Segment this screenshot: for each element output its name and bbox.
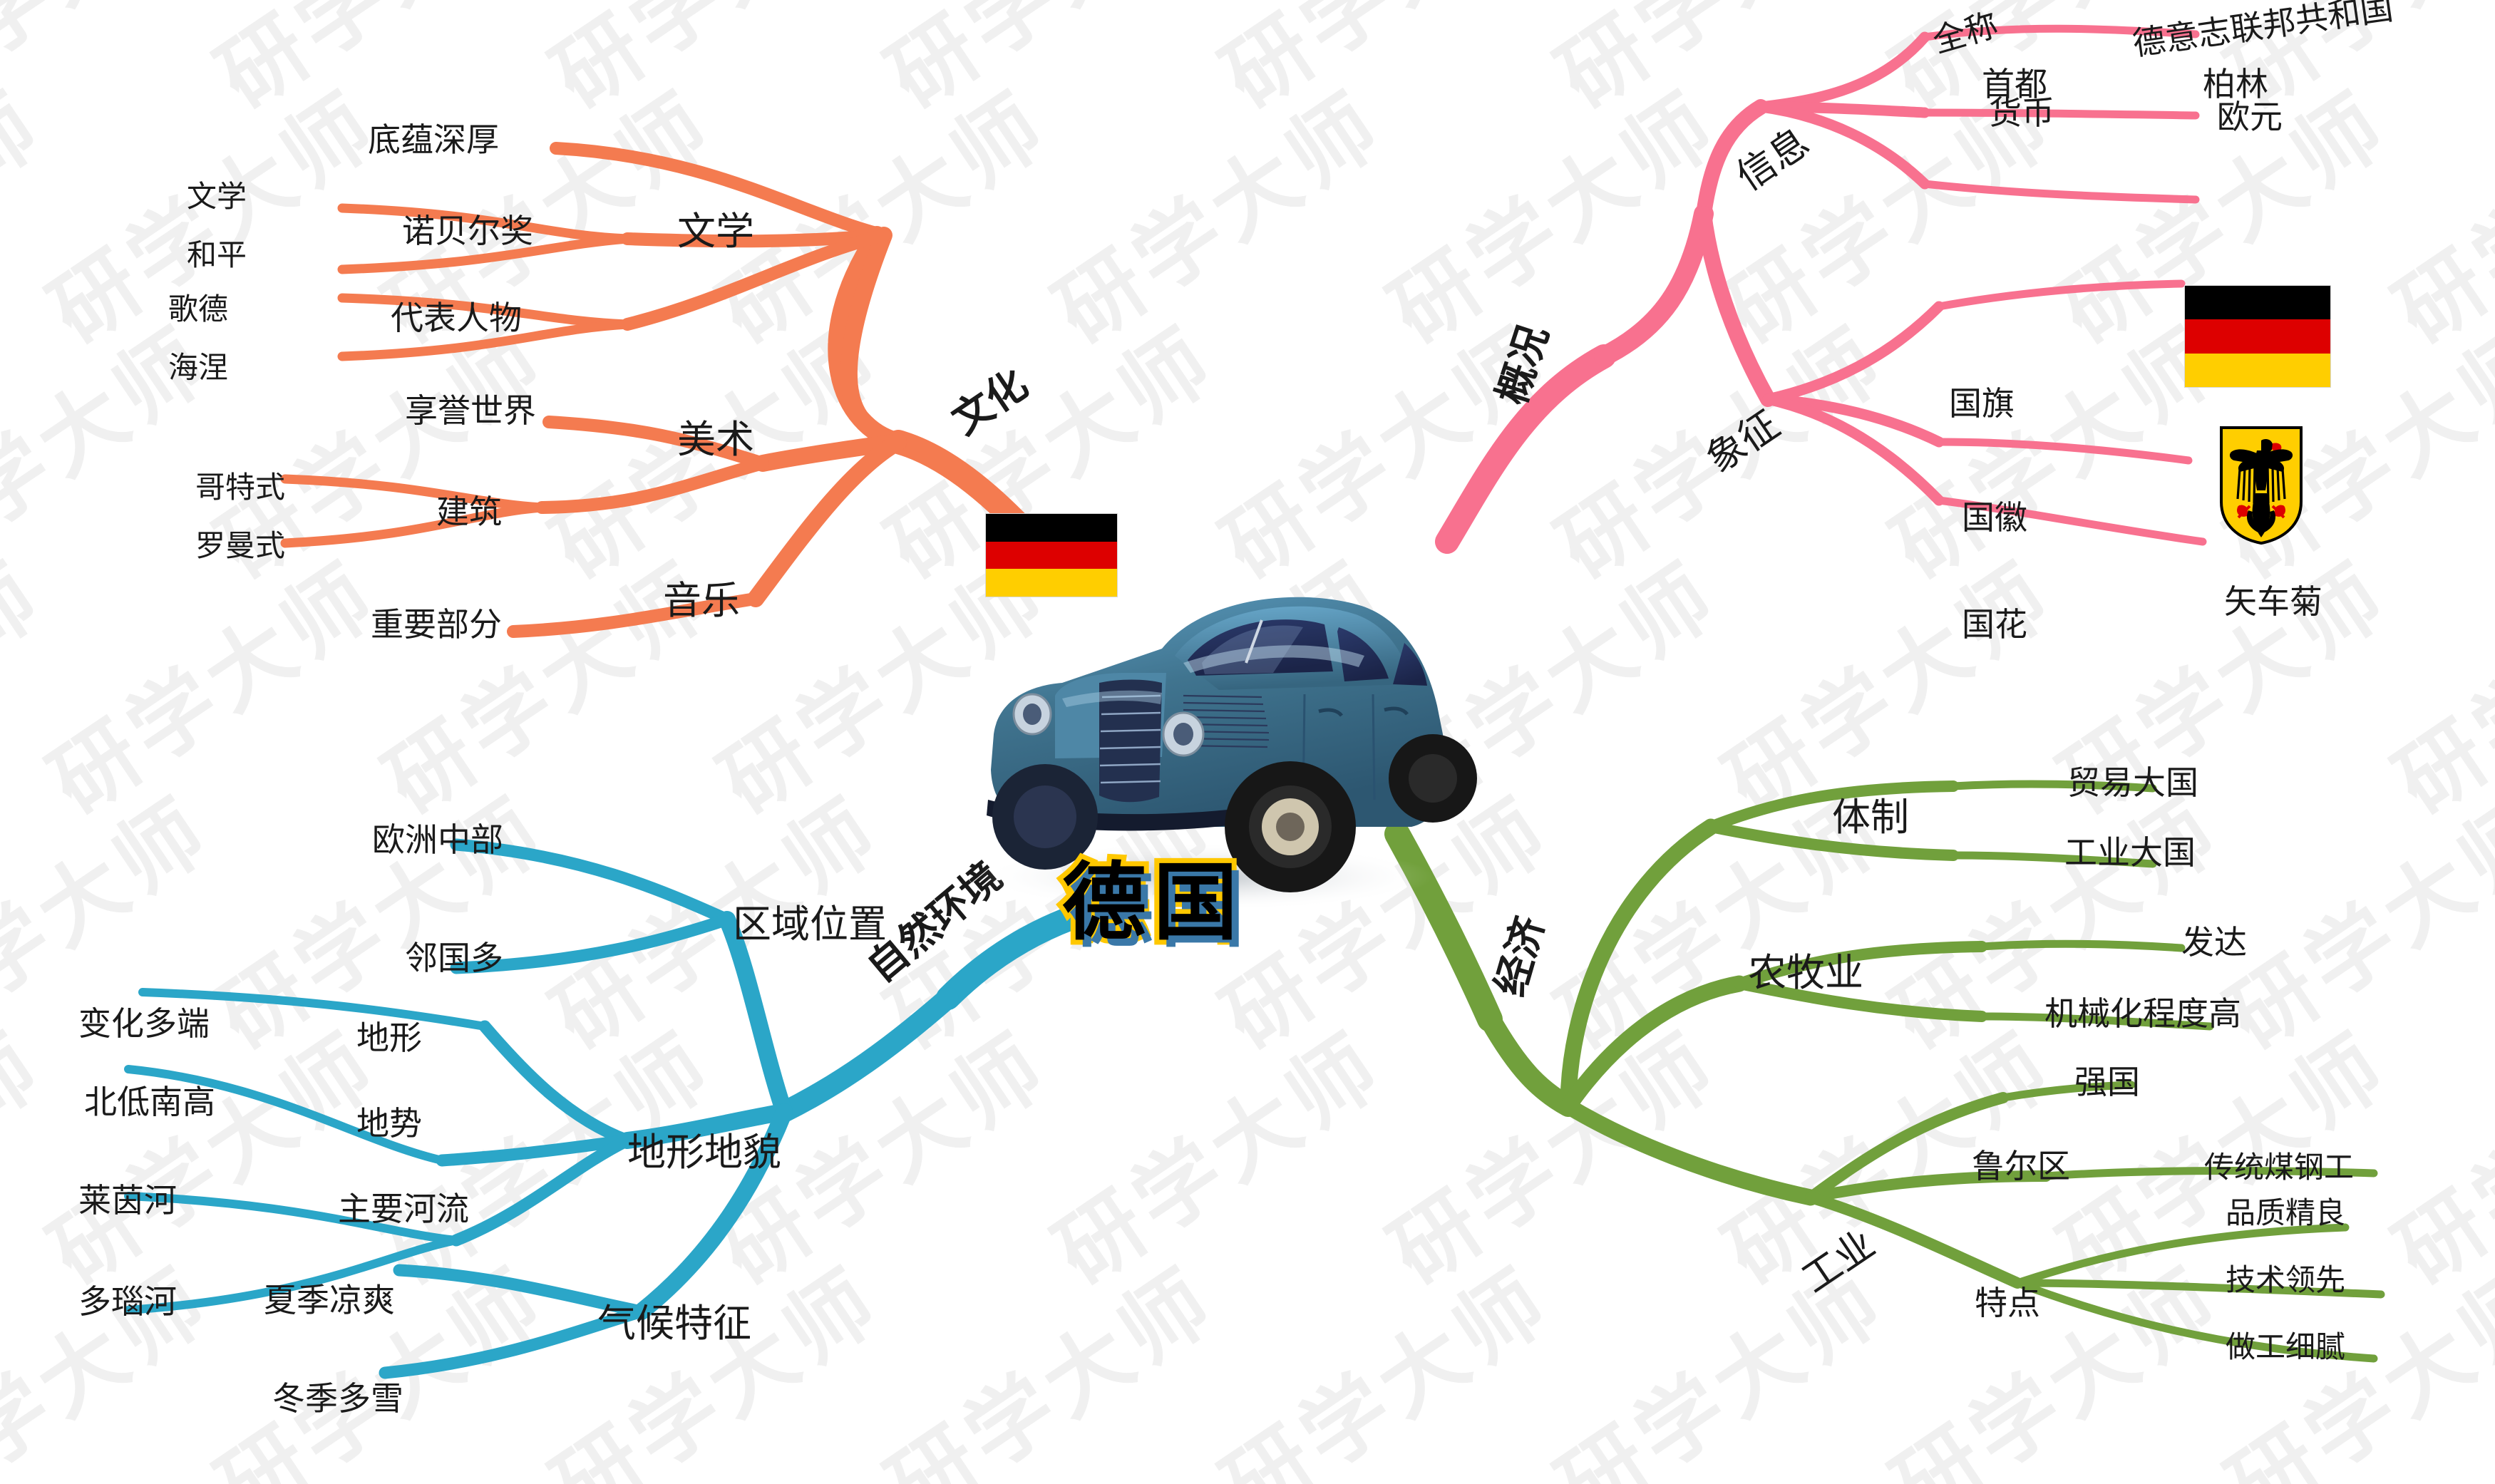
- node-rhine-river[interactable]: 莱茵河: [78, 1182, 177, 1219]
- node-many-neighbors[interactable]: 邻国多: [405, 939, 503, 977]
- node-capital[interactable]: 首都: [1982, 66, 2047, 103]
- node-representative-figures[interactable]: 代表人物: [391, 299, 522, 336]
- node-excellent-quality[interactable]: 品质精良: [2226, 1196, 2346, 1230]
- german-flag-icon-center: [985, 513, 1118, 597]
- node-ruhr-area[interactable]: 鲁尔区: [1972, 1148, 2070, 1185]
- node-currency[interactable]: 货币: [1989, 94, 2054, 131]
- node-currency-value[interactable]: 欧元: [2217, 98, 2283, 135]
- node-heine[interactable]: 海涅: [168, 351, 229, 384]
- node-features[interactable]: 特点: [1975, 1284, 2040, 1321]
- culture-branch-group: [280, 142, 1060, 638]
- node-national-flower[interactable]: 国花: [1962, 606, 2027, 643]
- node-central-europe[interactable]: 欧洲中部: [372, 821, 503, 858]
- node-national-emblem[interactable]: 国徽: [1962, 499, 2027, 536]
- overview-branch-group: [1435, 24, 2207, 554]
- page-title: 德国: [1057, 848, 1245, 957]
- node-fine-art[interactable]: 美术: [677, 418, 754, 461]
- node-landform-value[interactable]: 变化多端: [78, 1005, 210, 1042]
- german-coat-of-arms-icon: [2220, 426, 2303, 545]
- node-goethe[interactable]: 歌德: [168, 292, 229, 326]
- node-agriculture-husbandry[interactable]: 农牧业: [1748, 952, 1863, 994]
- node-developed[interactable]: 发达: [2181, 924, 2247, 961]
- node-system[interactable]: 体制: [1832, 796, 1909, 839]
- node-regional-position[interactable]: 区域位置: [733, 903, 887, 946]
- node-nobel-peace[interactable]: 和平: [187, 238, 247, 272]
- node-high-mechanization[interactable]: 机械化程度高: [2044, 995, 2241, 1032]
- node-fine-craftsmanship[interactable]: 做工细腻: [2226, 1330, 2346, 1364]
- node-traditional-coal-steel[interactable]: 传统煤钢工: [2204, 1150, 2355, 1184]
- node-national-flower-value[interactable]: 矢车菊: [2224, 583, 2322, 620]
- node-relief[interactable]: 地势: [356, 1105, 422, 1142]
- node-landform[interactable]: 地形: [356, 1019, 422, 1056]
- german-flag-icon: [2184, 285, 2331, 388]
- node-national-flag[interactable]: 国旗: [1949, 385, 2015, 422]
- node-capital-value[interactable]: 柏林: [2203, 66, 2268, 103]
- node-world-renowned[interactable]: 享誉世界: [405, 392, 536, 429]
- node-danube-river[interactable]: 多瑙河: [78, 1283, 177, 1320]
- node-snowy-winter[interactable]: 冬季多雪: [272, 1380, 403, 1417]
- node-relief-value[interactable]: 北低南高: [84, 1083, 215, 1120]
- node-nobel-prize[interactable]: 诺贝尔奖: [402, 212, 533, 249]
- node-leading-technology[interactable]: 技术领先: [2226, 1263, 2346, 1297]
- node-nobel-literature[interactable]: 文学: [187, 180, 247, 213]
- node-cool-summer[interactable]: 夏季凉爽: [264, 1282, 395, 1319]
- node-climate[interactable]: 气候特征: [597, 1302, 751, 1345]
- node-music[interactable]: 音乐: [663, 579, 740, 622]
- node-architecture[interactable]: 建筑: [436, 493, 502, 530]
- node-romanesque[interactable]: 罗曼式: [195, 529, 286, 562]
- nature-branch-group: [124, 838, 1124, 1379]
- node-important-part[interactable]: 重要部分: [371, 606, 502, 643]
- node-topography[interactable]: 地形地貌: [627, 1131, 781, 1174]
- node-gothic[interactable]: 哥特式: [195, 470, 286, 504]
- node-literature[interactable]: 文学: [677, 210, 754, 253]
- node-industrial-power[interactable]: 工业大国: [2064, 834, 2196, 871]
- vintage-car-illustration: [977, 597, 1477, 911]
- node-major-rivers[interactable]: 主要河流: [338, 1190, 469, 1227]
- node-lit-profound[interactable]: 底蕴深厚: [368, 121, 499, 158]
- node-industrial-strong-power[interactable]: 强国: [2074, 1063, 2140, 1101]
- node-trade-power[interactable]: 贸易大国: [2067, 764, 2198, 801]
- economy-branch-group: [1384, 780, 2385, 1363]
